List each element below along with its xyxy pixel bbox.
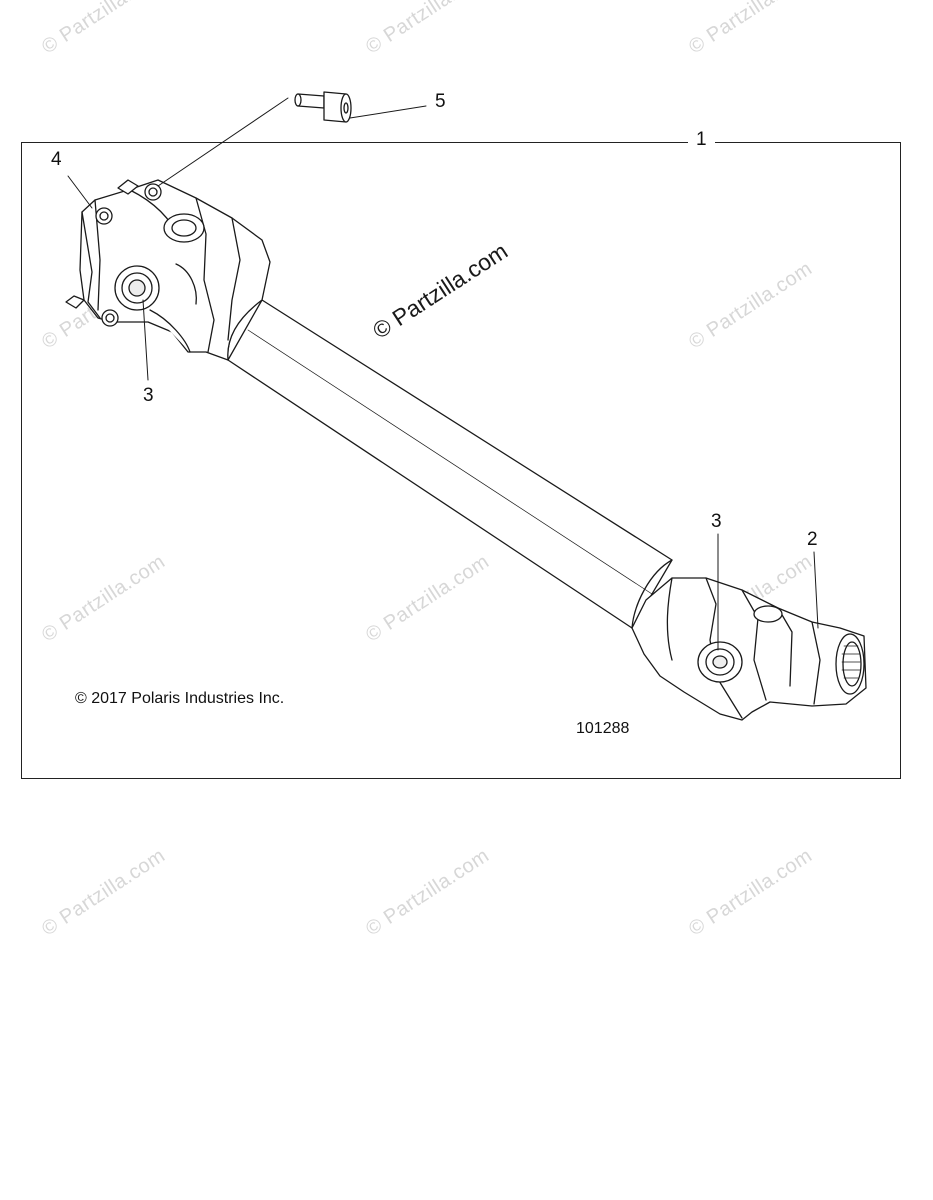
left-flange-yoke <box>65 179 271 361</box>
callout-2: 2 <box>803 530 822 550</box>
callout-3-right: 3 <box>707 512 726 532</box>
copyright-note: © 2017 Polaris Industries Inc. <box>75 690 285 707</box>
leader-lines <box>67 97 819 651</box>
callout-3-left: 3 <box>139 386 158 406</box>
callout-1: 1 <box>688 130 715 150</box>
shaft-tube <box>227 299 673 629</box>
right-yoke <box>631 577 867 721</box>
callout-5: 5 <box>431 92 450 112</box>
cap-screw <box>294 91 352 123</box>
assembly-frame <box>21 142 901 779</box>
drawing-number: 101288 <box>576 720 630 737</box>
callout-4: 4 <box>47 150 66 170</box>
